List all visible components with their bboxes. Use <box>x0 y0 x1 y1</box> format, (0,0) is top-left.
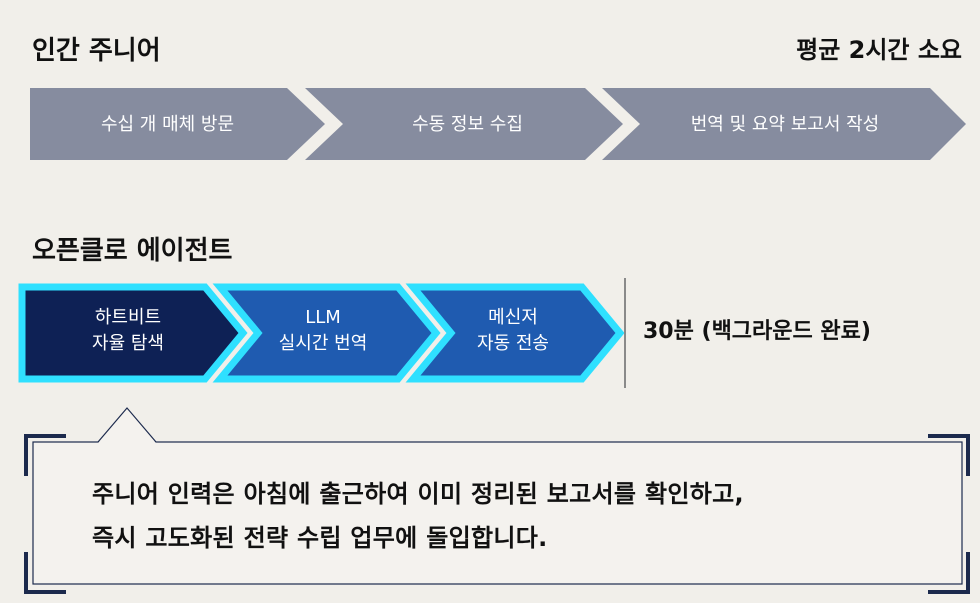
callout-frame <box>24 407 970 594</box>
human-duration-label: 평균 2시간 소요 <box>796 36 962 64</box>
agent-step-3-line2: 자동 전송 <box>477 333 549 355</box>
callout-line-2: 즉시 고도화된 전략 수립 업무에 돌입합니다. <box>92 524 548 552</box>
human-step-2-chevron <box>305 88 623 160</box>
human-step-2-label: 수동 정보 수집 <box>412 114 523 135</box>
agent-step-1-chevron <box>18 283 248 383</box>
agent-step-2-label: LLM 실시간 번역 <box>238 305 408 357</box>
agent-step-3-line1: 메신저 <box>488 307 538 328</box>
agent-duration-label: 30분 (백그라운드 완료) <box>643 319 871 344</box>
human-section-title: 인간 주니어 <box>32 36 161 66</box>
agent-divider <box>624 278 626 388</box>
agent-step-2-line1: LLM <box>305 307 341 328</box>
agent-step-1-line1: 하트비트 <box>94 307 162 328</box>
callout-line-1: 주니어 인력은 아침에 출근하여 이미 정리된 보고서를 확인하고, <box>92 480 744 508</box>
agent-step-2-chevron <box>212 283 441 383</box>
agent-step-3-chevron <box>405 283 625 383</box>
agent-section-title: 오픈클로 에이전트 <box>32 236 233 266</box>
human-step-3-label: 번역 및 요약 보고서 작성 <box>690 114 880 135</box>
agent-step-1-line2: 자율 탐색 <box>92 333 164 355</box>
human-step-1-label: 수십 개 매체 방문 <box>100 114 235 135</box>
human-step-1-chevron <box>30 88 325 160</box>
human-step-3-chevron <box>602 88 966 160</box>
agent-step-1-label: 하트비트 자율 탐색 <box>28 305 228 357</box>
agent-step-2-line2: 실시간 번역 <box>278 333 368 355</box>
agent-step-3-label: 메신저 자동 전송 <box>433 305 593 357</box>
